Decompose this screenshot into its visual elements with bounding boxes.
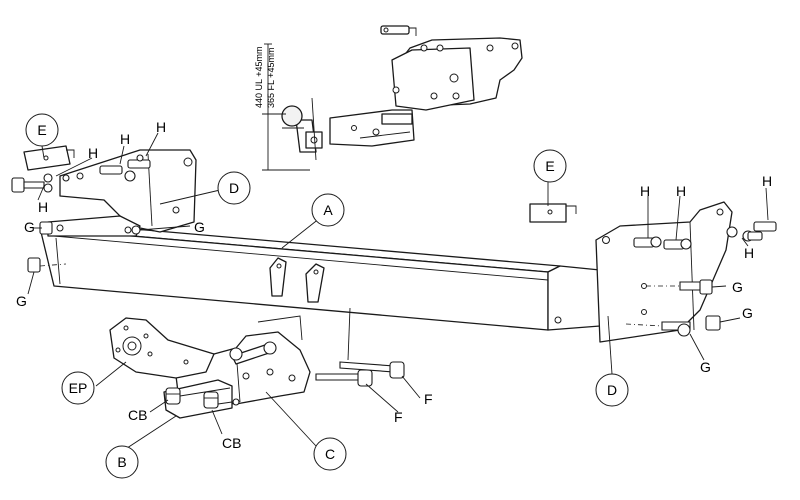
dimension-ul: 440 UL +45mm	[254, 47, 264, 108]
label-H-1: H	[120, 131, 130, 147]
label-H-6: H	[676, 183, 686, 199]
label-H-5: H	[640, 183, 650, 199]
label-G-3: G	[16, 293, 27, 309]
drop-plate-C	[175, 315, 311, 405]
leader-lines	[27, 132, 769, 451]
label-CB-2: CB	[222, 435, 241, 451]
label-G-2: G	[194, 219, 205, 235]
label-D-left: D	[229, 180, 239, 196]
electric-plate-EP	[109, 317, 215, 379]
label-G-6: G	[700, 359, 711, 375]
bolts-F	[315, 361, 405, 387]
bolts-H-left	[11, 154, 151, 193]
label-H-7: H	[762, 173, 772, 189]
bolts-H-right	[633, 221, 777, 250]
label-F-1: F	[424, 391, 433, 407]
label-H-3: H	[88, 145, 98, 161]
label-F-2: F	[394, 409, 403, 425]
bolts-CB	[165, 387, 240, 409]
label-G-1: G	[24, 219, 35, 235]
dimension-fl: 365 FL +45mm	[266, 48, 276, 108]
callouts: E D A E D EP B C H H H H G G G H H H H G…	[16, 113, 772, 479]
label-EP: EP	[69, 380, 88, 396]
label-B: B	[117, 454, 126, 470]
bracket-E-left	[23, 145, 75, 171]
label-H-8: H	[744, 245, 754, 261]
crossmember-A	[39, 221, 601, 361]
label-A: A	[323, 202, 333, 218]
label-D-right: D	[607, 382, 617, 398]
bolts-G-right	[625, 279, 721, 337]
label-H-2: H	[156, 119, 166, 135]
label-C: C	[325, 446, 335, 462]
label-G-4: G	[732, 279, 743, 295]
side-view-inset: 440 UL +45mm 365 FL +45mm	[254, 25, 523, 171]
label-H-4: H	[38, 199, 48, 215]
bracket-E-right	[529, 203, 577, 223]
label-G-5: G	[742, 305, 753, 321]
label-E-left: E	[37, 122, 46, 138]
label-CB-1: CB	[128, 407, 147, 423]
label-E-right: E	[545, 158, 554, 174]
side-plate-right-D	[595, 201, 733, 343]
